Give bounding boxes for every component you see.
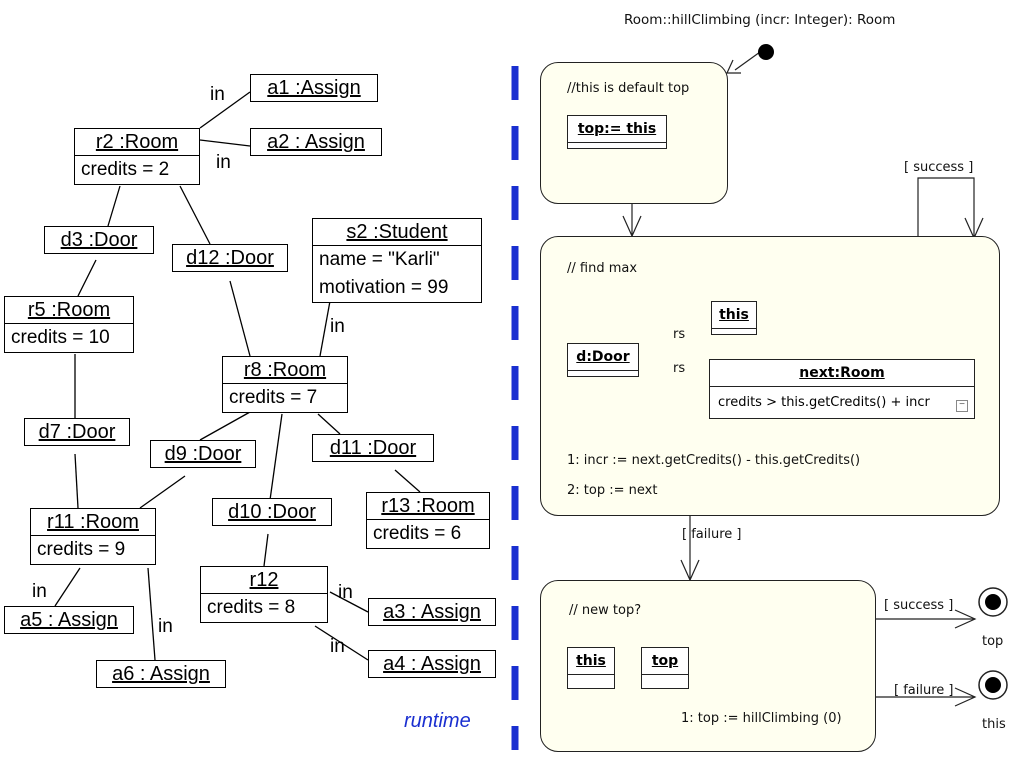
link-label-in: in — [210, 84, 225, 105]
link-r8-d11 — [317, 413, 341, 435]
success-loop — [917, 177, 975, 238]
link-label-in: in — [338, 582, 353, 603]
link-r11-a5 — [54, 567, 81, 607]
link-r12-a4 — [314, 625, 369, 661]
link-r12-a3 — [329, 591, 369, 613]
runtime-caption: runtime — [404, 710, 471, 732]
link-r2-d12 — [179, 185, 211, 245]
object-d7: d7 :Door — [24, 418, 130, 446]
state-default-top: //this is default top top:= this — [540, 62, 728, 204]
rs-label: rs — [673, 361, 686, 376]
object-r8: r8 :Room credits = 7 — [222, 356, 348, 413]
object-a6: a6 : Assign — [96, 660, 226, 688]
object-r5: r5 :Room credits = 10 — [4, 296, 134, 353]
state-find-max: // find max d:Door this next:Room credit… — [540, 236, 1000, 516]
object-a3: a3 : Assign — [368, 598, 496, 626]
link-d10-r12 — [263, 533, 269, 567]
object-door: d:Door — [567, 343, 639, 377]
object-d12: d12 :Door — [172, 244, 288, 272]
link-label-in: in — [330, 636, 345, 657]
end-label-this: this — [982, 717, 1006, 732]
object-r2: r2 :Room credits = 2 — [74, 128, 200, 185]
constraint-text: credits > this.getCredits() + incr — [710, 386, 974, 418]
object-a5: a5 : Assign — [4, 606, 134, 634]
object-a4: a4 : Assign — [368, 650, 496, 678]
object-this: this — [567, 647, 615, 689]
link-label-in: in — [216, 152, 231, 173]
guard-success: [ success ] — [904, 160, 974, 175]
object-top-assign: top:= this — [567, 115, 667, 149]
rs-label: rs — [673, 327, 686, 342]
collapse-icon[interactable]: − — [956, 400, 968, 412]
statement-2: 2: top := next — [567, 483, 658, 498]
object-r12: r12 credits = 8 — [200, 566, 328, 623]
statement-1: 1: incr := next.getCredits() - this.getC… — [567, 453, 861, 468]
link-r2-a1 — [199, 91, 251, 129]
state-comment: //this is default top — [567, 81, 690, 96]
link-d12-r8 — [229, 280, 251, 357]
start-node-icon — [758, 44, 774, 60]
link-d11-r13 — [394, 469, 421, 493]
link-label-in: in — [32, 581, 47, 602]
start-transition — [734, 51, 761, 71]
object-r11: r11 :Room credits = 9 — [30, 508, 156, 565]
object-r13: r13 :Room credits = 6 — [366, 492, 490, 549]
state-comment: // new top? — [569, 603, 642, 618]
state-new-top: // new top? this top 1: top := hillClimb… — [540, 580, 876, 752]
link-label-in: in — [330, 316, 345, 337]
object-a1: a1 :Assign — [250, 74, 378, 102]
guard-success: [ success ] — [884, 598, 954, 613]
link-d3-r5 — [77, 259, 97, 297]
link-r2-d3 — [107, 185, 121, 227]
object-d11: d11 :Door — [312, 434, 434, 462]
method-signature: Room::hillClimbing (incr: Integer): Room — [624, 12, 896, 28]
guard-failure: [ failure ] — [682, 527, 742, 542]
object-next-room: next:Room credits > this.getCredits() + … — [709, 359, 975, 419]
link-s2-r8 — [319, 300, 331, 357]
link-r8-d9 — [199, 411, 251, 441]
link-r8-d10 — [269, 413, 283, 501]
object-a2: a2 : Assign — [250, 128, 382, 156]
object-d9: d9 :Door — [150, 440, 256, 468]
statement-1: 1: top := hillClimbing (0) — [681, 711, 842, 726]
object-this: this — [711, 301, 757, 335]
guard-failure: [ failure ] — [894, 683, 954, 698]
object-d3: d3 :Door — [44, 226, 154, 254]
state-comment: // find max — [567, 261, 638, 276]
object-top: top — [641, 647, 689, 689]
link-r2-a2 — [199, 139, 251, 147]
end-label-top: top — [982, 634, 1004, 649]
link-d7-r11 — [74, 453, 79, 509]
object-d10: d10 :Door — [212, 498, 332, 526]
link-r11-a6 — [147, 567, 156, 661]
object-s2: s2 :Student name = "Karli" motivation = … — [312, 218, 482, 303]
link-d9-r11 — [139, 475, 186, 509]
link-label-in: in — [158, 616, 173, 637]
